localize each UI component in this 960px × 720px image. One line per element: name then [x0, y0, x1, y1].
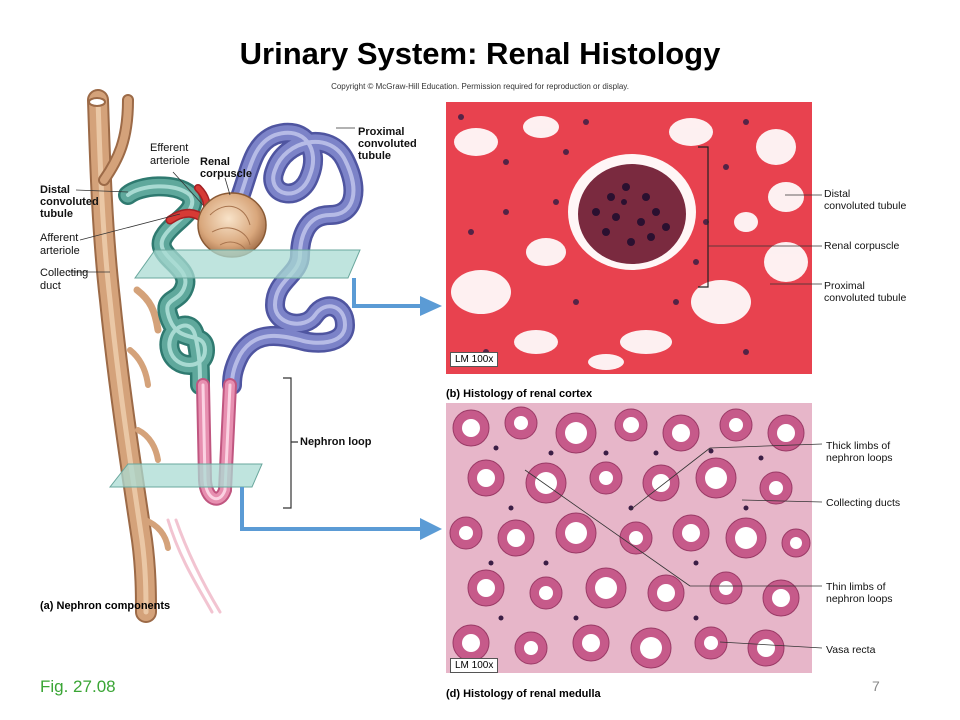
label-collecting-duct: Collecting duct: [40, 267, 89, 292]
label-nephron-loop: Nephron loop: [300, 436, 372, 448]
arrow-to-cortex: [352, 278, 442, 316]
collecting-duct-shape: [87, 89, 171, 623]
label-distal-tubule: Distal convoluted tubule: [40, 184, 99, 220]
label-distal-convoluted-tubule: Distal convoluted tubule: [824, 188, 907, 212]
diagram-leader-lines: [68, 127, 355, 273]
section-plane-cortex: [134, 249, 361, 279]
label-collecting-ducts: Collecting ducts: [826, 497, 901, 509]
renal-corpuscle-shape: [197, 192, 267, 258]
nephron-loop-shape: [166, 378, 237, 614]
label-thin-limbs: Thin limbs of nephron loops: [826, 581, 893, 605]
cortex-magnification: LM 100x: [450, 352, 499, 367]
medulla-leader-lines: [524, 443, 823, 649]
copyright-notice: Copyright © McGraw-Hill Education. Permi…: [331, 82, 629, 91]
proximal-tubule-shape: [222, 122, 364, 395]
distal-tubule-shape: [118, 176, 215, 395]
medulla-micrograph: [446, 403, 812, 673]
label-efferent-arteriole: Efferent arteriole: [150, 142, 190, 167]
figure-reference: Fig. 27.08: [40, 677, 116, 696]
nephron-loop-bracket: [283, 377, 298, 509]
section-plane-medulla: [108, 463, 263, 488]
cortex-micrograph: [446, 102, 812, 374]
caption-renal-medulla: (d) Histology of renal medulla: [446, 688, 601, 700]
label-afferent-arteriole: Afferent arteriole: [40, 232, 80, 257]
label-renal-corpuscle: Renal corpuscle: [200, 156, 252, 180]
label-cortex-renal-corpuscle: Renal corpuscle: [824, 240, 900, 252]
label-thick-limbs: Thick limbs of nephron loops: [826, 440, 893, 464]
slide-title: Urinary System: Renal Histology: [239, 36, 721, 71]
medulla-magnification: LM 100x: [450, 658, 499, 673]
duct-opening: [88, 97, 106, 107]
cortex-leader-lines: [708, 194, 822, 285]
label-proximal-tubule: Proximal convoluted tubule: [358, 126, 417, 162]
arrow-to-medulla: [240, 487, 442, 540]
caption-renal-cortex: (b) Histology of renal cortex: [446, 388, 593, 400]
page-number: 7: [872, 678, 880, 694]
label-vasa-recta: Vasa recta: [826, 644, 876, 656]
label-proximal-convoluted-tubule: Proximal convoluted tubule: [824, 280, 907, 304]
caption-nephron-components: (a) Nephron components: [40, 600, 171, 612]
corpuscle-bracket: [698, 146, 709, 288]
